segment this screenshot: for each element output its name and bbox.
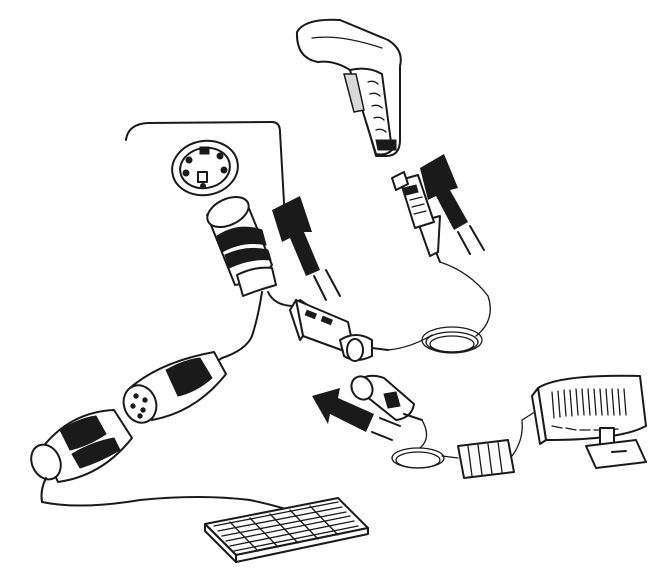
handheld-scanner-icon	[295, 18, 402, 157]
keyboard-male-connector-icon	[30, 409, 133, 503]
y-splitter-box-icon	[289, 299, 389, 362]
ps2-cable	[221, 291, 293, 359]
power-cable	[391, 409, 539, 479]
ps2-male-connector-icon	[206, 195, 277, 297]
power-jack-icon	[350, 374, 423, 421]
arrow-to-power-jack	[312, 388, 401, 441]
scanner-cable-connector-icon	[391, 171, 441, 263]
keyboard-cable	[41, 496, 301, 515]
arrow-to-scanner	[420, 154, 485, 255]
power-adapter-icon	[531, 374, 647, 469]
scanner-coiled-cable	[387, 261, 491, 354]
pc-panel-outline	[125, 121, 287, 239]
keyboard-icon	[204, 497, 369, 563]
ps2-port-icon	[171, 139, 239, 197]
keyboard-female-connector-icon	[122, 351, 227, 424]
arrow-to-ps2-port	[272, 196, 341, 301]
